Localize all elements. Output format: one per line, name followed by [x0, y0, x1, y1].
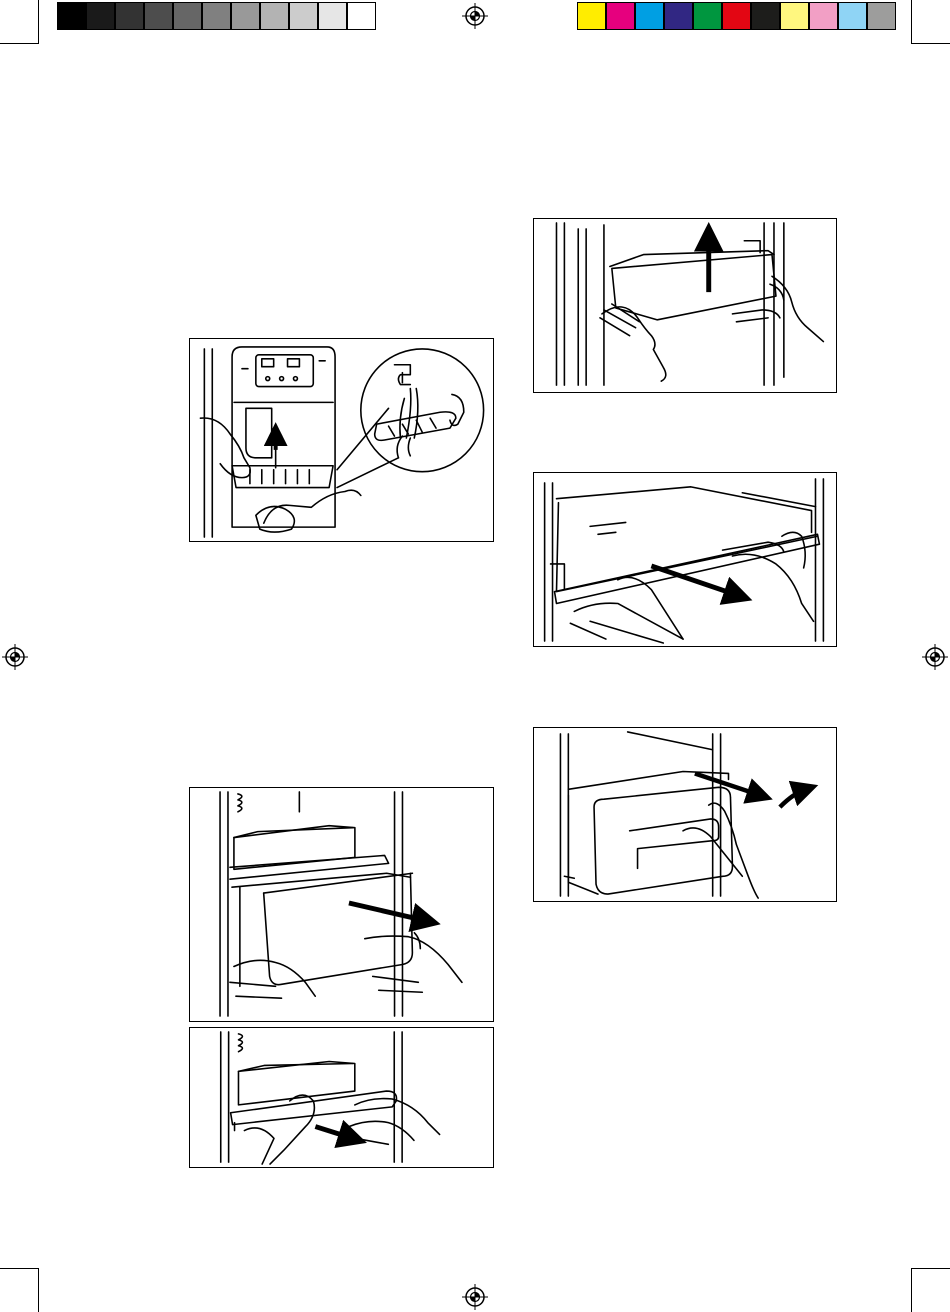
drawer-cover-slide-icon [190, 1028, 493, 1167]
gray-swatch [347, 2, 376, 30]
gray-swatch [289, 2, 318, 30]
door-balcony-lift-illustration [533, 218, 837, 393]
process-color-swatch [809, 2, 838, 30]
process-color-swatch [722, 2, 751, 30]
process-color-swatch [867, 2, 896, 30]
process-color-swatch [606, 2, 635, 30]
gray-swatch [144, 2, 173, 30]
process-color-swatch [635, 2, 664, 30]
crisper-drawer-pull-icon [190, 788, 493, 1021]
drawer-pull-tilt-illustration [533, 727, 837, 902]
process-color-swatch [780, 2, 809, 30]
registration-mark-left-icon [2, 644, 28, 670]
gray-swatch [231, 2, 260, 30]
drawer-pull-tilt-icon [534, 728, 836, 901]
crisper-drawer-pull-illustration [189, 787, 494, 1022]
process-color-swatch [664, 2, 693, 30]
door-balcony-lift-icon [534, 219, 836, 392]
gray-swatch [86, 2, 115, 30]
process-color-swatch [693, 2, 722, 30]
glass-shelf-pull-illustration [533, 472, 837, 647]
gray-swatch [173, 2, 202, 30]
process-color-swatch [577, 2, 606, 30]
drip-tray-cleaning-icon [190, 339, 493, 541]
gray-swatch [318, 2, 347, 30]
process-color-swatch [838, 2, 867, 30]
gray-swatch [115, 2, 144, 30]
dispenser-drip-tray-illustration [189, 338, 494, 542]
registration-mark-bottom-icon [462, 1284, 488, 1310]
registration-mark-top-icon [462, 3, 488, 29]
process-color-swatch [751, 2, 780, 30]
gray-swatch [57, 2, 86, 30]
drawer-cover-slide-illustration [189, 1027, 494, 1168]
glass-shelf-pull-icon [534, 473, 836, 646]
registration-mark-right-icon [922, 644, 948, 670]
gray-swatch [202, 2, 231, 30]
gray-swatch [260, 2, 289, 30]
